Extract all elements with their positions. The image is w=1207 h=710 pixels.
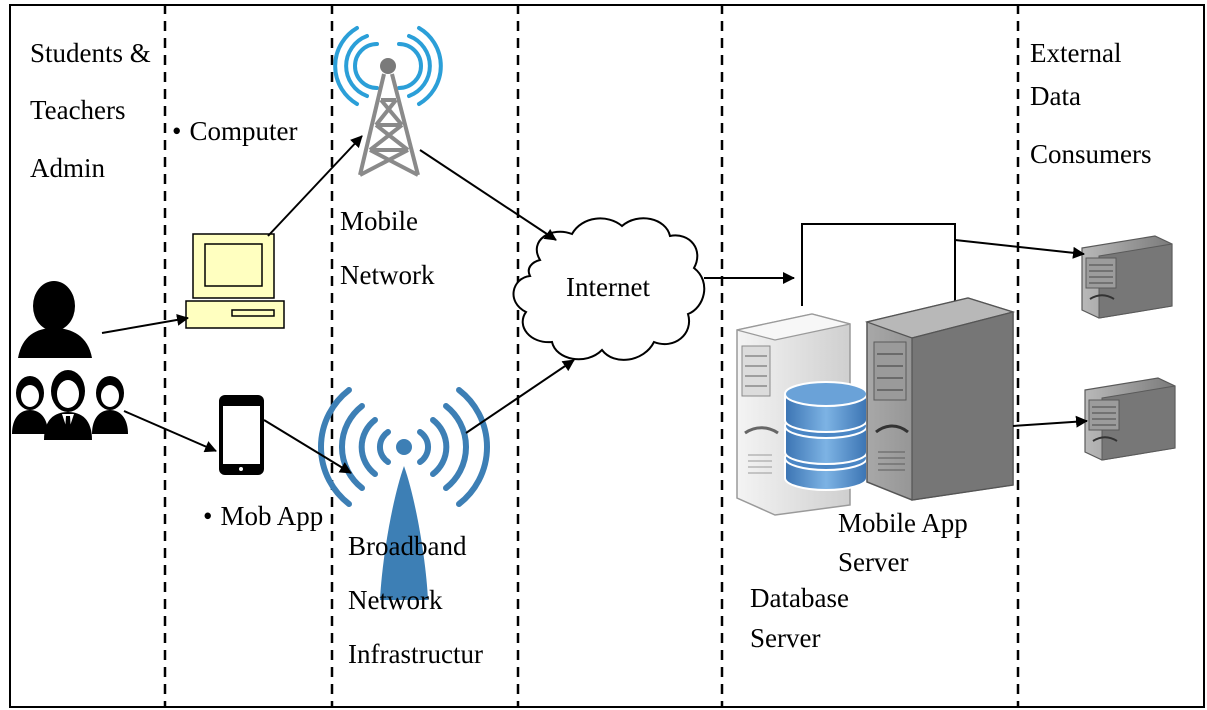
mobile-network-label-line1: Mobile: [340, 206, 418, 236]
users-label-line3: Admin: [30, 153, 106, 183]
computer-icon: [185, 233, 285, 329]
broadband-label-line2: Network: [348, 585, 443, 615]
arrow-mobile-tower-to-internet: [419, 149, 557, 241]
diagram-frame: [9, 4, 1205, 708]
arrows: [101, 135, 1088, 474]
internet-cloud-icon: [512, 217, 706, 361]
arrow-broadband-to-internet: [465, 359, 575, 434]
database-server-label-line2: Server: [750, 623, 821, 653]
arrow-phone-to-broadband: [263, 419, 352, 474]
external-server-icon: [1081, 235, 1173, 319]
mob-app-label: Mob App: [203, 503, 323, 530]
user-group-icon: [12, 370, 128, 440]
database-server-label-line1: Database: [750, 583, 849, 613]
consumers-label-line3: Consumers: [1030, 139, 1152, 169]
mobile-network-label-line2: Network: [340, 260, 435, 290]
mobile-app-server-icon: [864, 297, 1016, 501]
computer-label: Computer: [172, 118, 297, 145]
admin-user-icon: [18, 281, 92, 358]
internet-label: Internet: [566, 272, 650, 302]
external-server-icon: [1084, 377, 1176, 461]
lane-dividers: [163, 4, 1020, 708]
arrow-user-to-computer: [101, 313, 189, 334]
consumers-label-line1: External: [1030, 38, 1122, 68]
mobile-phone-icon: [219, 395, 264, 475]
mobile-app-server-label-line2: Server: [838, 547, 909, 577]
database-icon: [784, 381, 868, 491]
broadband-label-line1: Broadband: [348, 531, 467, 561]
consumers-label-line2: Data: [1030, 81, 1081, 111]
arrow-servers-to-external-1: [954, 239, 1085, 259]
users-label-line2: Teachers: [30, 95, 126, 125]
broadband-tower-icon: [318, 387, 490, 600]
mobile-app-server-label-line1: Mobile App: [838, 508, 968, 538]
arrow-servers-to-external-2: [1012, 415, 1088, 428]
arrow-computer-to-mobile-tower: [267, 135, 363, 237]
server-bracket-line: [801, 223, 956, 306]
broadband-label-line3: Infrastructur: [348, 639, 483, 669]
users-label-line1: Students &: [30, 38, 151, 68]
mobile-tower-icon: [333, 26, 443, 177]
arrow-users-to-phone: [123, 410, 217, 453]
